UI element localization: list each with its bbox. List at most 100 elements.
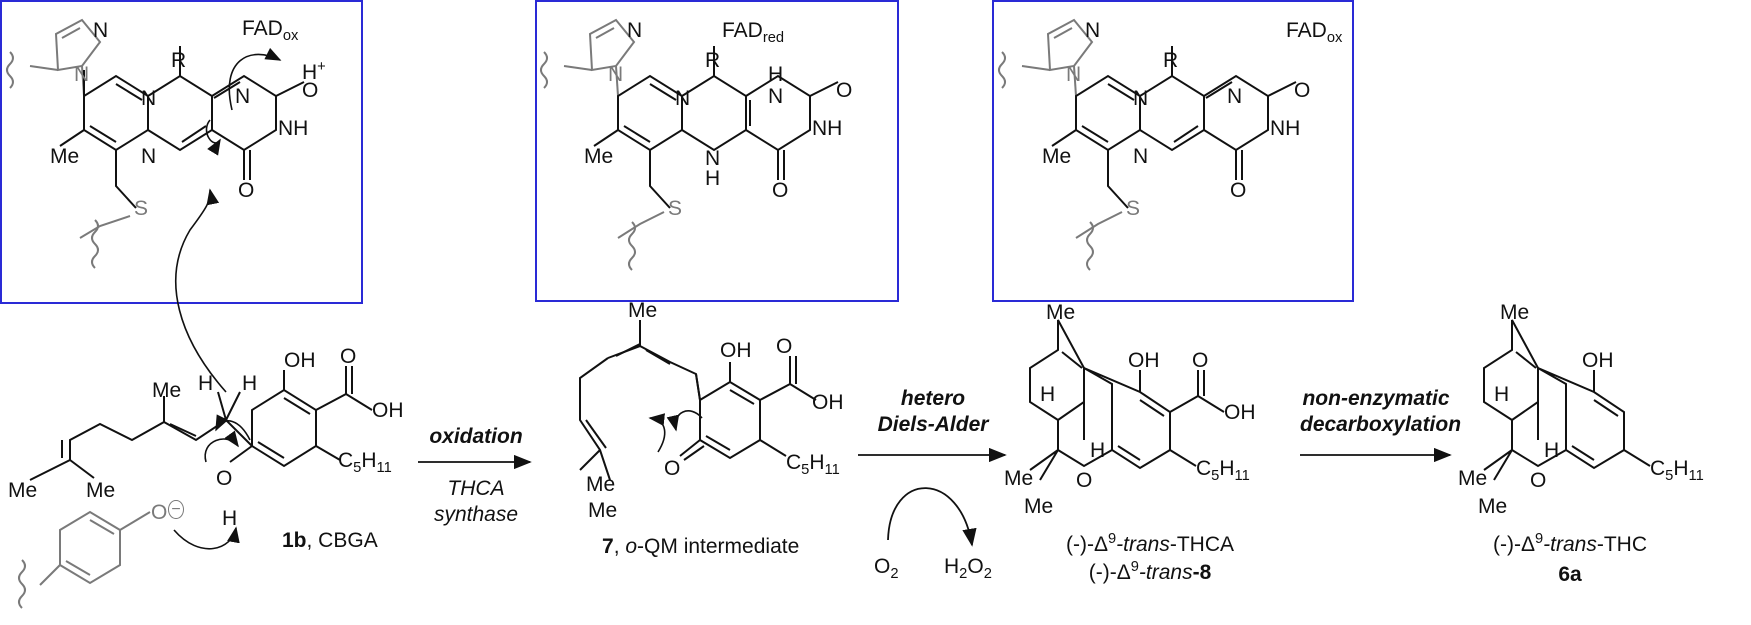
- atom-n: N: [1085, 19, 1101, 42]
- thca-label-line1: (-)-Δ9-trans-THCA: [1065, 531, 1235, 556]
- flavin-structure-1: [6, 18, 305, 269]
- oxidation-label: oxidation: [429, 425, 523, 448]
- thc-label: (-)-Δ9-trans-THC: [1492, 531, 1647, 556]
- atom-oh: OH: [720, 339, 752, 362]
- atom-h: H: [222, 507, 238, 530]
- curly-arrow-ring: [205, 119, 221, 156]
- thc-number: 6a: [1558, 563, 1582, 586]
- atom-o: O: [302, 79, 319, 102]
- box3-title: FADox: [1286, 19, 1343, 47]
- atom-h: H: [1040, 383, 1056, 406]
- atom-me: Me: [586, 473, 616, 496]
- atom-me: Me: [1046, 301, 1076, 324]
- atom-oh: OH: [812, 391, 844, 414]
- atom-oh: OH: [1582, 349, 1614, 372]
- atom-c5h11: C5H11: [1650, 457, 1704, 485]
- atom-h: H: [242, 372, 258, 395]
- atom-me: Me: [1004, 467, 1034, 490]
- cbga-label: 1b, CBGA: [282, 529, 378, 552]
- atom-o: O: [238, 179, 255, 202]
- curly-arrow-oqm-2: [666, 410, 703, 432]
- fad-red-box: [535, 0, 899, 302]
- atom-n: N: [141, 87, 157, 110]
- atom-me: Me: [1478, 495, 1508, 518]
- atom-n: N: [74, 63, 90, 86]
- flavin-structure-2: [540, 18, 839, 271]
- decarboxylation-label: decarboxylation: [1300, 413, 1462, 436]
- thca-label-line2: (-)-Δ9-trans-8: [1088, 559, 1212, 584]
- atom-o: O: [1192, 349, 1209, 372]
- atom-n: N: [705, 147, 721, 170]
- thca-structure: [1029, 319, 1225, 481]
- atom-n: N: [93, 19, 109, 42]
- thca-synthase-line2: synthase: [433, 503, 519, 526]
- atom-o: O: [772, 179, 789, 202]
- hetero-label: hetero: [900, 387, 966, 410]
- curly-arrow-hydride: [175, 188, 227, 393]
- box2-title: FADred: [722, 19, 785, 47]
- atom-s: S: [1126, 197, 1141, 220]
- atom-me: Me: [86, 479, 116, 502]
- flavin-structure-3: [998, 18, 1297, 271]
- atom-n: N: [1227, 85, 1243, 108]
- atom-o: O: [1530, 469, 1547, 492]
- atom-me: Me: [50, 145, 80, 168]
- atom-me: Me: [584, 145, 614, 168]
- atom-nh: NH: [812, 117, 843, 140]
- atom-c5h11: C5H11: [786, 451, 840, 479]
- atom-me: Me: [1024, 495, 1054, 518]
- atom-me: Me: [1500, 301, 1530, 324]
- atom-o: O: [776, 335, 793, 358]
- atom-h: H: [1494, 383, 1510, 406]
- atom-me: Me: [588, 499, 618, 522]
- atom-n: N: [608, 63, 624, 86]
- thca-synthase-line1: THCA: [447, 477, 505, 500]
- atom-n: N: [675, 87, 691, 110]
- atom-h: H: [1544, 439, 1560, 462]
- atom-h: H: [198, 372, 214, 395]
- atom-n: N: [1066, 63, 1082, 86]
- atom-o: O: [836, 79, 853, 102]
- atom-oh: OH: [1128, 349, 1160, 372]
- atom-me: Me: [1458, 467, 1488, 490]
- thc-structure: [1483, 319, 1651, 481]
- atom-o: O: [1076, 469, 1093, 492]
- non-enzymatic-label: non-enzymatic: [1302, 387, 1450, 410]
- atom-o: O: [1294, 79, 1311, 102]
- atom-nh: NH: [278, 117, 309, 140]
- atom-n: N: [768, 85, 784, 108]
- o2-label: O2: [874, 555, 899, 583]
- atom-s: S: [134, 197, 149, 220]
- atom-oh: OH: [372, 399, 404, 422]
- atom-oh: OH: [1224, 401, 1256, 424]
- atom-h: H: [768, 63, 784, 86]
- atom-c5h11: C5H11: [338, 449, 392, 477]
- atom-n: N: [1133, 145, 1149, 168]
- atom-o: O: [216, 467, 233, 490]
- diels-alder-label: Diels-Alder: [877, 413, 989, 436]
- curly-arrow-oqm-1: [648, 413, 666, 453]
- atom-r: R: [171, 49, 187, 72]
- atom-c5h11: C5H11: [1196, 457, 1250, 485]
- atom-o-minus: O−: [151, 500, 184, 523]
- oqm-label: 7, o-QM intermediate: [602, 535, 800, 558]
- atom-o: O: [340, 345, 357, 368]
- atom-me: Me: [152, 379, 182, 402]
- atom-oh: OH: [284, 349, 316, 372]
- atom-o: O: [664, 457, 681, 480]
- atom-h: H: [1090, 439, 1106, 462]
- h-plus-label: H+: [302, 59, 326, 84]
- atom-nh: NH: [1270, 117, 1301, 140]
- fad-ox-box-1: [0, 0, 363, 304]
- curly-arrow-phenoxide: [173, 526, 240, 550]
- atom-n: N: [141, 145, 157, 168]
- atom-n: N: [1133, 87, 1149, 110]
- curly-arrow-alkene: [215, 414, 251, 441]
- h2o2-label: H2O2: [944, 555, 992, 583]
- atom-me: Me: [628, 299, 658, 322]
- oqm-structure: [579, 320, 817, 481]
- cbga-structure: [18, 366, 373, 609]
- fad-ox-box-2: [992, 0, 1354, 302]
- atom-o: O: [1230, 179, 1247, 202]
